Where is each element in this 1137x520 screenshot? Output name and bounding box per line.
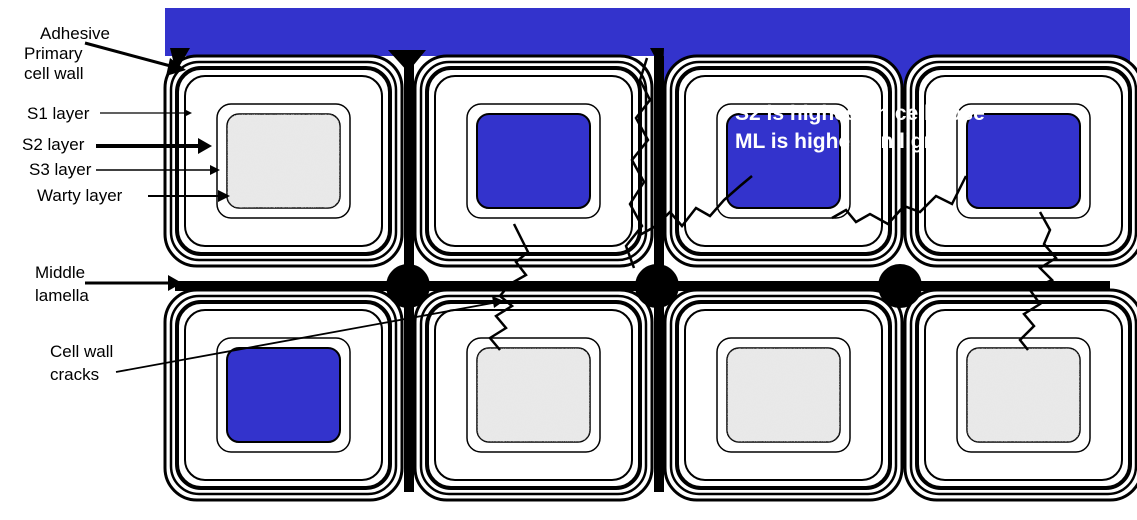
label-adhesive: Adhesive [40, 24, 110, 43]
label-cell-wall-cracks-1: Cell wall [50, 342, 113, 361]
wood-cell [905, 290, 1137, 500]
label-s3-layer: S3 layer [29, 160, 91, 179]
label-cell-wall-cracks-2: cracks [50, 365, 99, 384]
banner-line-lignin: ML is highest in lignin [735, 128, 985, 156]
wood-cell [165, 56, 402, 266]
lumen-texture [227, 114, 340, 208]
cell-corner-junction [386, 264, 430, 308]
arrow-primary-cell-wall [85, 43, 178, 68]
wood-cell [415, 56, 652, 266]
label-s2-layer: S2 layer [22, 135, 84, 154]
adhesive-info-banner: S2 is highest in cellulose ML is highest… [735, 100, 985, 156]
cell-corner-junction [878, 264, 922, 308]
label-s1-layer: S1 layer [27, 104, 89, 123]
label-primary-cell-wall-1: Primary [24, 44, 83, 63]
label-middle-lamella-2: lamella [35, 286, 89, 305]
lumen-texture [967, 348, 1080, 442]
adhesive-layer [165, 8, 1130, 56]
wood-cell [665, 290, 902, 500]
wood-cell [665, 56, 902, 266]
cell-corner-junction [635, 264, 679, 308]
label-warty-layer: Warty layer [37, 186, 122, 205]
label-primary-cell-wall-2: cell wall [24, 64, 84, 83]
wood-cell [905, 56, 1137, 266]
lumen-texture [727, 348, 840, 442]
banner-line-cellulose: S2 is highest in cellulose [735, 100, 985, 128]
wood-cell [165, 290, 402, 500]
label-middle-lamella-1: Middle [35, 263, 85, 282]
lumen-texture [477, 348, 590, 442]
cell-lumen [477, 114, 590, 208]
cell-lumen [227, 348, 340, 442]
wood-cell [415, 290, 652, 500]
